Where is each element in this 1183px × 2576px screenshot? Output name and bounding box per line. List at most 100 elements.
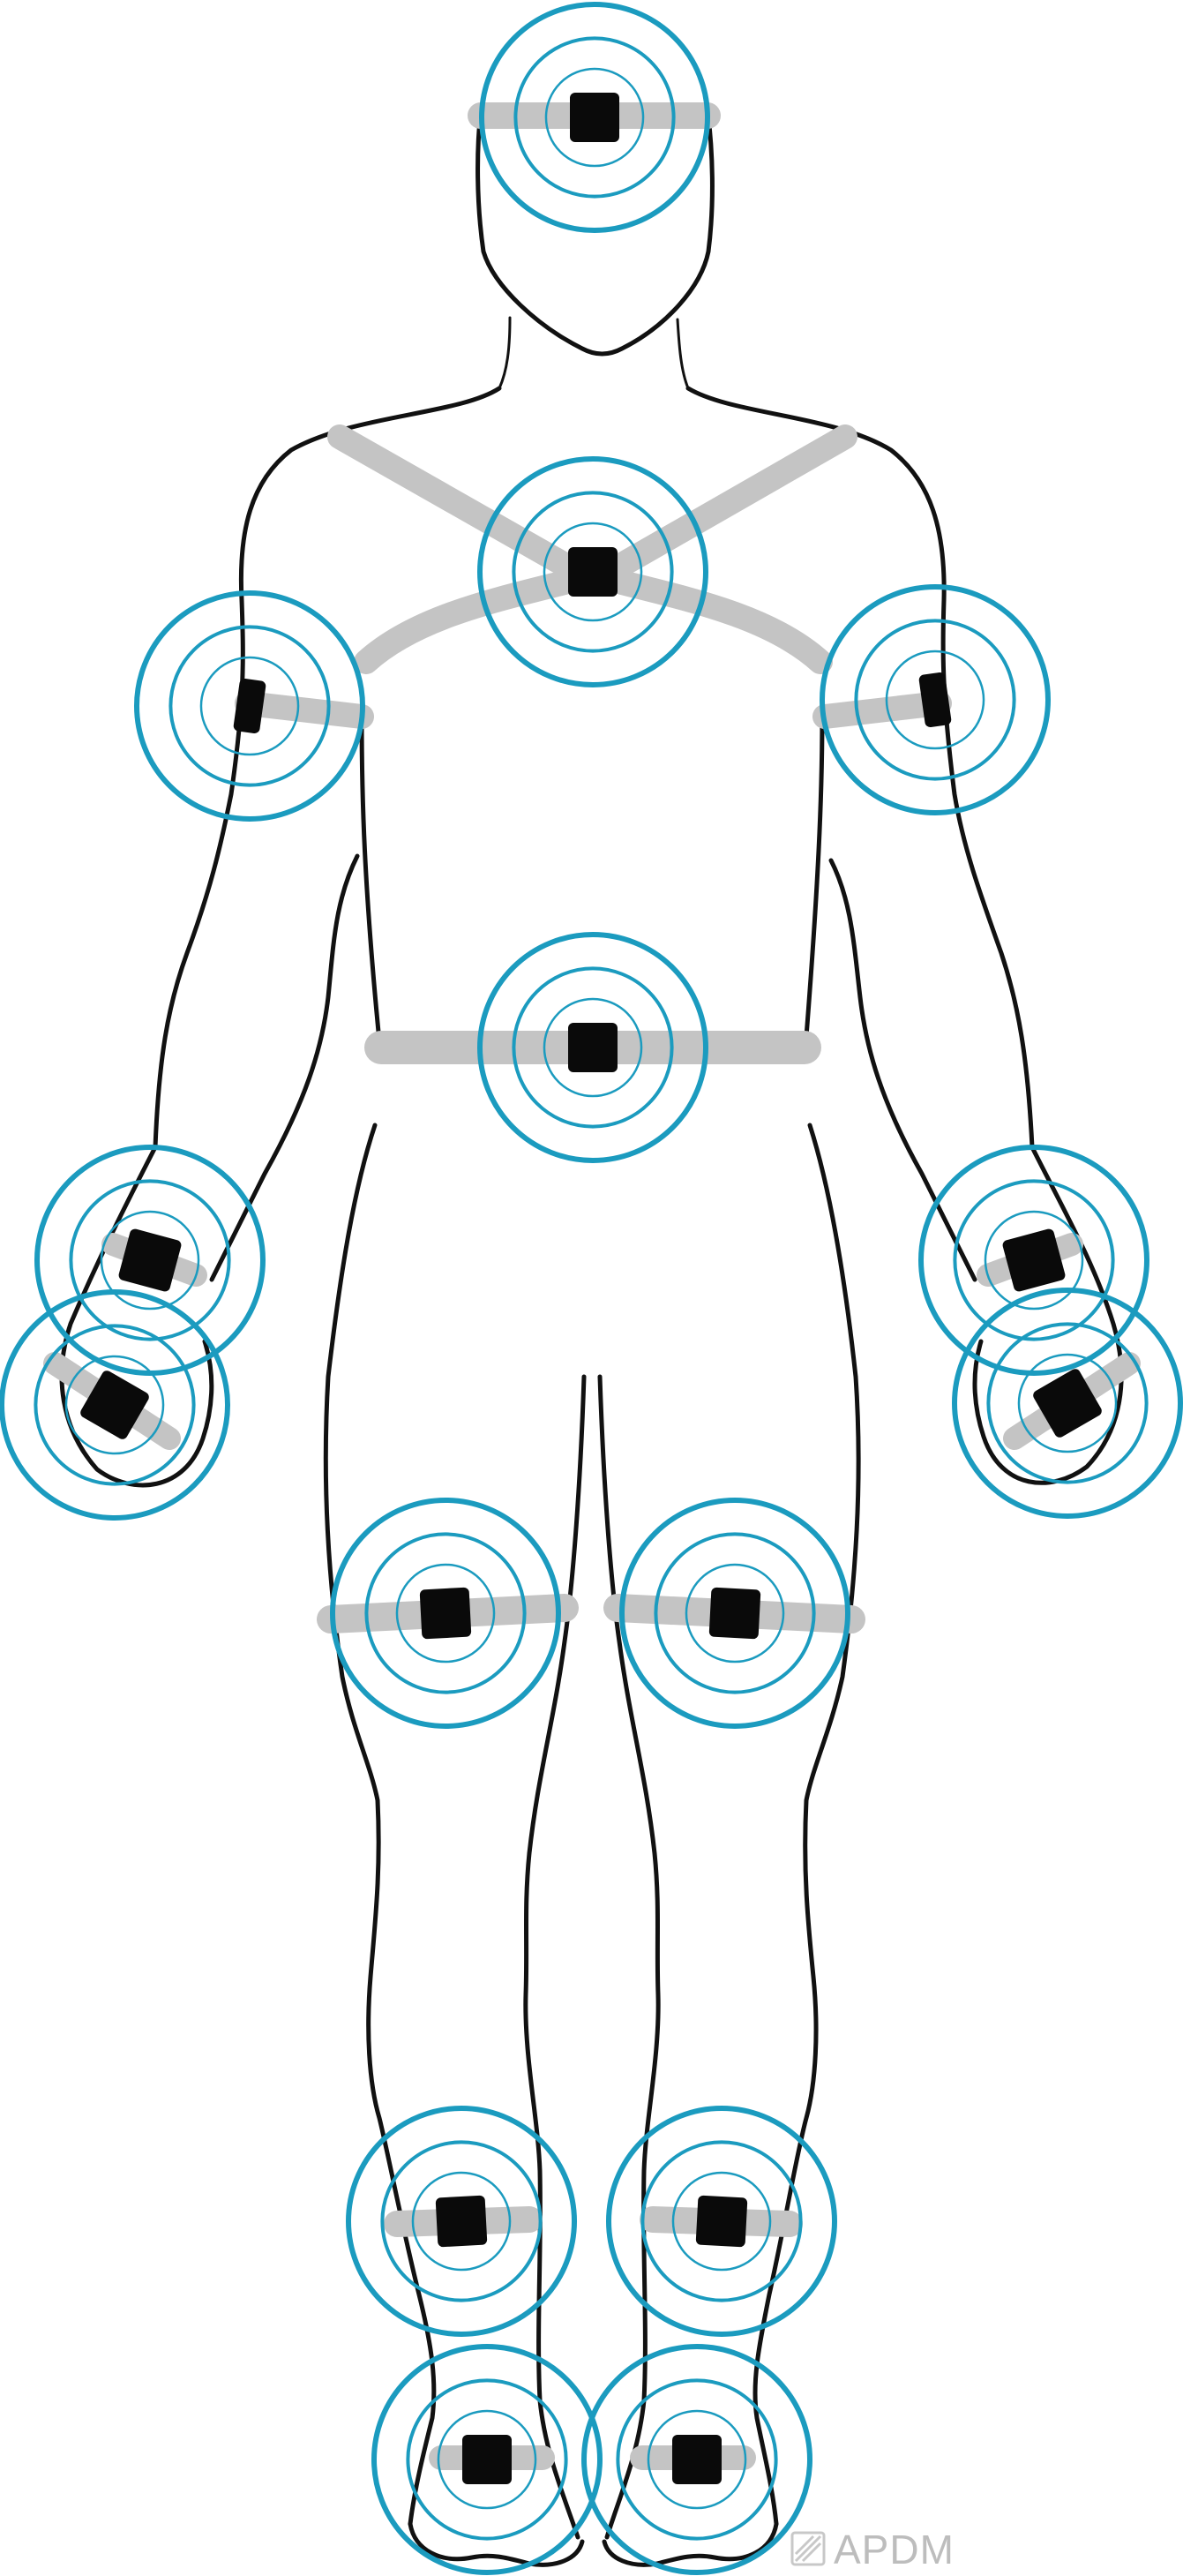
- right-foot-sensor-inner-ring: [437, 2409, 537, 2510]
- right-shank-sensor-outer-ring: [346, 2106, 577, 2337]
- head-sensor-unit-icon: [570, 93, 619, 142]
- left-thigh-sensor-inner-ring: [685, 1563, 785, 1664]
- right-upper-arm-sensor-outer-ring: [134, 590, 365, 822]
- neck-right: [676, 318, 690, 390]
- torso-side-right: [802, 712, 825, 1062]
- lumbar-sensor-outer-ring: [477, 932, 708, 1163]
- left-wrist-sensor-unit-icon: [1002, 1228, 1066, 1292]
- lumbar-sensor-middle-ring: [512, 966, 674, 1129]
- body-outline: [59, 108, 1124, 2567]
- left-shank-sensor-inner-ring: [671, 2171, 772, 2272]
- foot-right: [602, 2521, 779, 2567]
- right-wrist-sensor-inner-ring: [100, 1210, 200, 1311]
- right-hand-sensor-middle-ring: [34, 1324, 196, 1486]
- chest-strap-left-upper: [327, 424, 577, 577]
- left-thigh-sensor-outer-ring: [619, 1498, 850, 1729]
- left-wrist-sensor-inner-ring: [984, 1210, 1084, 1311]
- left-wrist-sensor-outer-ring: [918, 1145, 1149, 1376]
- left-upper-arm-sensor: [820, 584, 1051, 815]
- right-shank-sensor-inner-ring: [411, 2171, 512, 2272]
- head-sensor-inner-ring: [544, 67, 645, 168]
- left-upper-arm-sensor-middle-ring: [854, 619, 1016, 781]
- left-hand-sensor-unit-icon: [1033, 1369, 1102, 1438]
- foot-left: [408, 2521, 585, 2567]
- left-upper-arm-sensor-outer-ring: [820, 584, 1051, 815]
- lumbar-sensor-inner-ring: [543, 997, 643, 1098]
- left-foot-sensor-inner-ring: [647, 2409, 747, 2510]
- left-upper-arm-sensor-unit-icon: [918, 672, 952, 728]
- left-foot-sensor-middle-ring: [616, 2378, 778, 2541]
- apdm-logo-icon: [790, 2531, 826, 2566]
- right-shank-sensor-unit-icon: [435, 2195, 488, 2248]
- leg-inner-left: [523, 1374, 587, 2540]
- left-foot-sensor-outer-ring: [581, 2344, 812, 2575]
- inner-arm-left: [209, 853, 360, 1282]
- upper-arm-strap-right: [235, 691, 374, 729]
- right-upper-arm-sensor-middle-ring: [168, 625, 331, 787]
- torso-side-left: [359, 712, 384, 1062]
- head-sensor: [479, 2, 710, 233]
- right-shank-sensor: [346, 2106, 577, 2337]
- left-shank-sensor-middle-ring: [640, 2140, 803, 2302]
- chest-strap-right-upper: [610, 424, 857, 577]
- right-foot-sensor: [371, 2344, 603, 2575]
- sternum-sensor-unit-icon: [568, 547, 618, 597]
- head-sensor-outer-ring: [479, 2, 710, 233]
- lumbar-sensor: [477, 932, 708, 1163]
- left-foot-sensor: [581, 2344, 812, 2575]
- left-thigh-sensor-middle-ring: [654, 1532, 816, 1694]
- left-wrist-sensor-middle-ring: [953, 1179, 1115, 1341]
- left-shank-sensor: [606, 2106, 837, 2337]
- right-hand-sensor-outer-ring: [0, 1289, 230, 1521]
- right-foot-sensor-outer-ring: [371, 2344, 603, 2575]
- right-thigh-sensor-outer-ring: [330, 1498, 561, 1729]
- left-foot-sensor-unit-icon: [672, 2435, 722, 2484]
- right-wrist-sensor-unit-icon: [118, 1228, 182, 1292]
- left-wrist-sensor: [918, 1145, 1149, 1376]
- left-shank-sensor-outer-ring: [606, 2106, 837, 2337]
- hand-right: [972, 1145, 1124, 1485]
- left-hand-sensor-middle-ring: [986, 1322, 1149, 1484]
- right-thigh-sensor: [330, 1498, 561, 1729]
- logo-text: APDM: [834, 2527, 955, 2572]
- apdm-logo: APDM: [790, 2527, 955, 2572]
- leg-outer-right: [752, 1123, 861, 2527]
- right-wrist-sensor-middle-ring: [69, 1179, 231, 1341]
- chest-strap-left-lower: [354, 570, 577, 674]
- head-sensor-middle-ring: [513, 36, 676, 199]
- right-hand-sensor: [0, 1289, 230, 1521]
- leg-outer-left: [323, 1123, 437, 2527]
- right-upper-arm-sensor: [134, 590, 365, 822]
- left-upper-arm-sensor-inner-ring: [885, 650, 985, 750]
- left-hand-sensor: [952, 1288, 1183, 1519]
- head-outline: [475, 108, 715, 357]
- neck-left: [498, 316, 512, 390]
- left-hand-sensor-outer-ring: [952, 1288, 1183, 1519]
- right-thigh-sensor-middle-ring: [364, 1532, 527, 1694]
- sternum-sensor-outer-ring: [477, 456, 708, 687]
- sternum-sensor-inner-ring: [543, 522, 643, 622]
- sternum-sensor: [477, 456, 708, 687]
- right-thigh-sensor-inner-ring: [395, 1563, 496, 1664]
- right-hand-sensor-inner-ring: [64, 1355, 165, 1455]
- leg-inner-right: [597, 1374, 661, 2540]
- right-shank-sensor-middle-ring: [380, 2140, 543, 2302]
- lumbar-sensor-unit-icon: [568, 1023, 618, 1072]
- chest-strap-right-lower: [610, 570, 833, 674]
- sternum-sensor-middle-ring: [512, 491, 674, 653]
- upper-arm-strap-left: [812, 691, 952, 729]
- left-thigh-sensor: [619, 1498, 850, 1729]
- right-foot-sensor-middle-ring: [406, 2378, 568, 2541]
- inner-arm-right: [828, 858, 977, 1282]
- left-hand-sensor-inner-ring: [1017, 1353, 1118, 1453]
- left-thigh-sensor-unit-icon: [708, 1587, 761, 1640]
- right-hand-sensor-unit-icon: [80, 1371, 149, 1439]
- right-upper-arm-sensor-unit-icon: [233, 678, 266, 734]
- right-thigh-sensor-unit-icon: [419, 1587, 472, 1640]
- left-shank-sensor-unit-icon: [695, 2195, 748, 2248]
- right-upper-arm-sensor-inner-ring: [199, 656, 300, 756]
- right-foot-sensor-unit-icon: [462, 2435, 512, 2484]
- straps: [43, 102, 1141, 2470]
